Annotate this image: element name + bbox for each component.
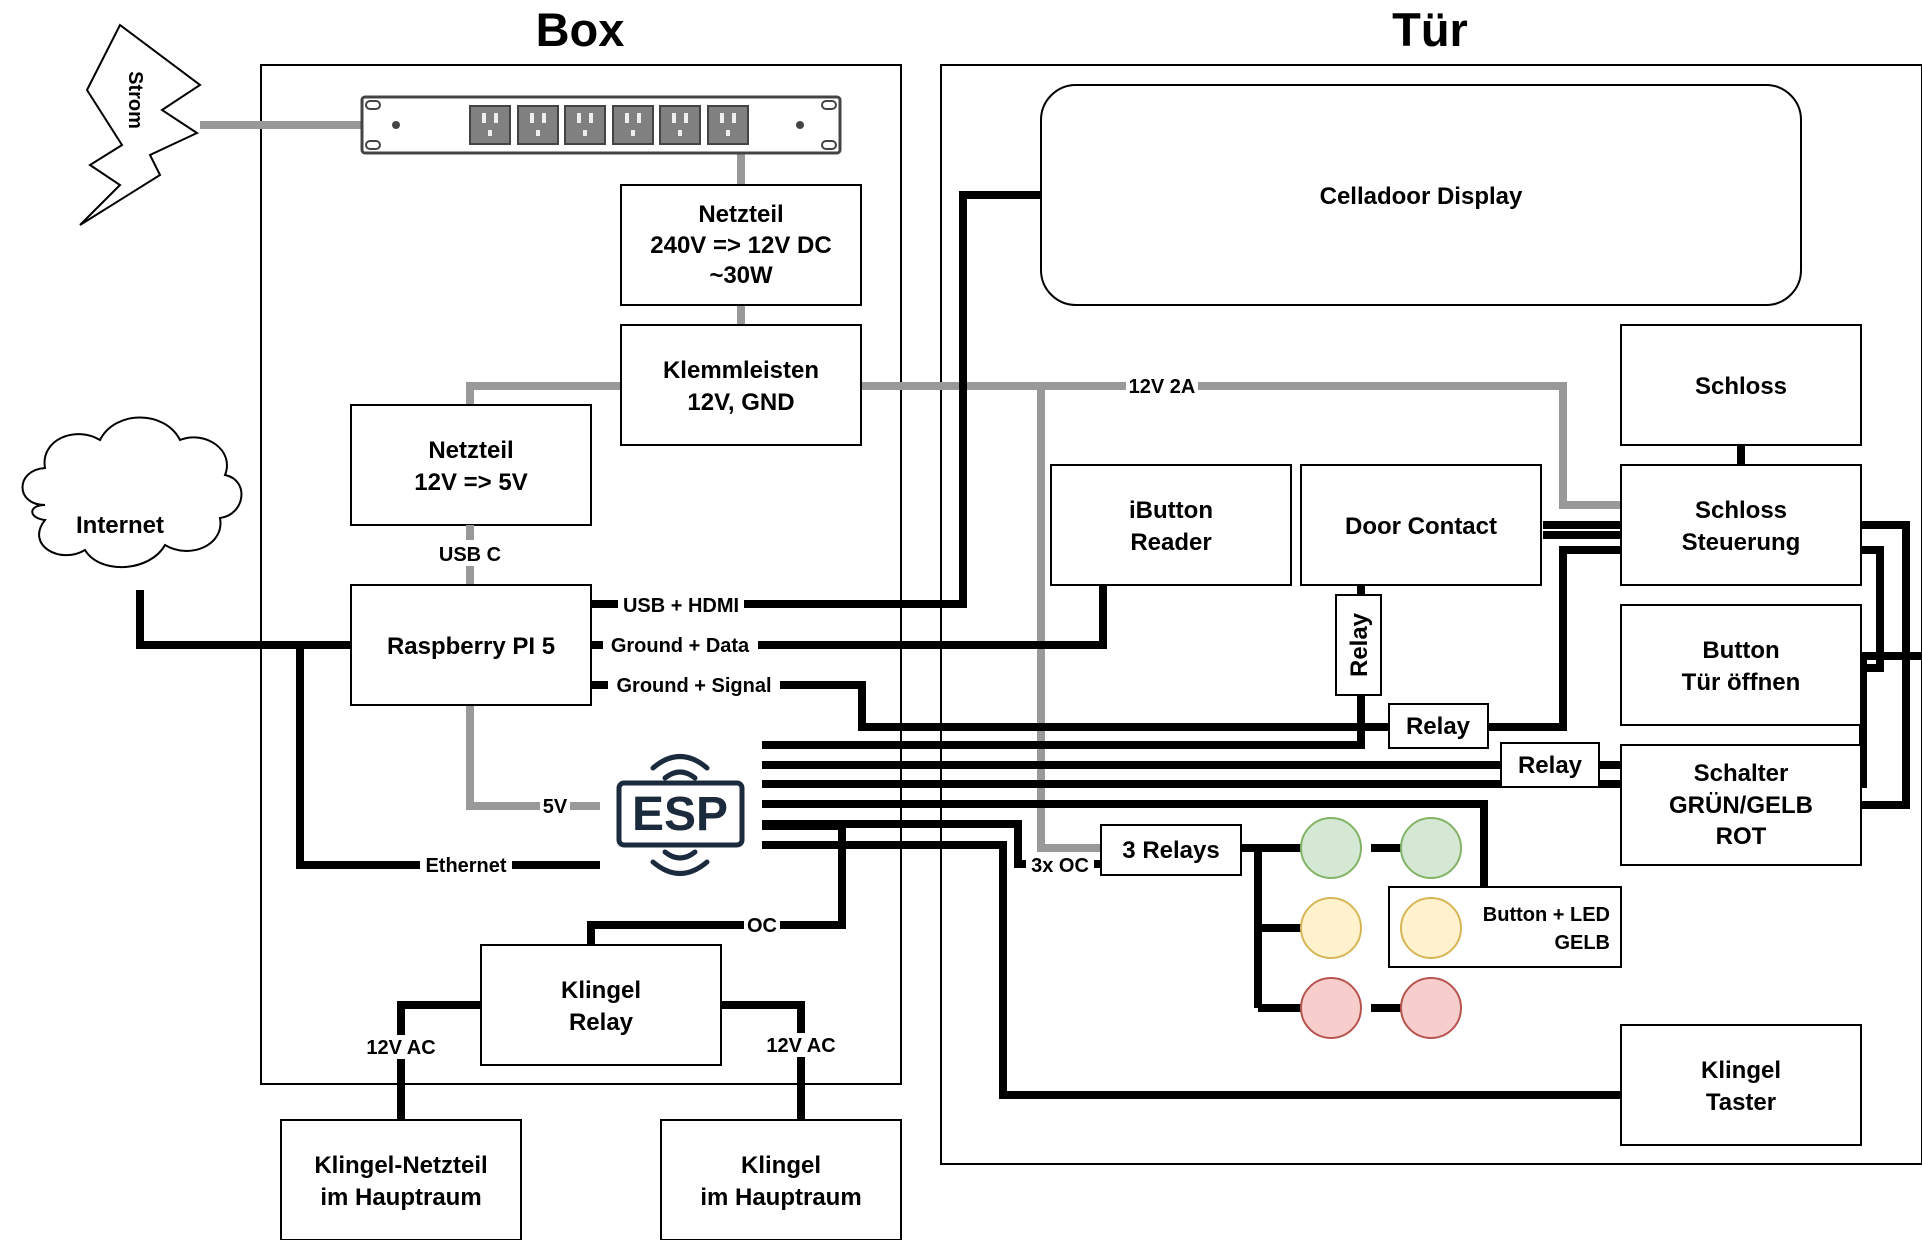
svg-text:3 Relays: 3 Relays <box>1122 837 1219 864</box>
led-yellow-2 <box>1400 897 1462 959</box>
relay-1-node: Relay <box>1388 703 1489 749</box>
svg-text:Steuerung: Steuerung <box>1682 529 1801 556</box>
lightning-icon <box>79 23 202 226</box>
klingel-hauptraum-node: Klingel im Hauptraum <box>660 1119 902 1240</box>
svg-text:Schloss: Schloss <box>1695 497 1787 524</box>
usb-hdmi-label: USB + HDMI <box>623 595 739 617</box>
usb-c-label: USB C <box>439 544 501 566</box>
tuer-title: Tür <box>1392 3 1468 56</box>
led-red-1 <box>1300 977 1362 1039</box>
svg-text:Klingel: Klingel <box>741 1152 821 1179</box>
svg-text:Door Contact: Door Contact <box>1345 513 1497 540</box>
raspberry-pi-node: Raspberry PI 5 <box>350 584 592 706</box>
box-frame <box>260 64 902 1085</box>
ground-signal-label: Ground + Signal <box>616 675 771 697</box>
svg-text:Klingel: Klingel <box>561 977 641 1004</box>
svg-text:Klingel-Netzteil: Klingel-Netzteil <box>314 1152 487 1179</box>
celladoor-display-node: Celladoor Display <box>1040 84 1802 306</box>
led-red-2 <box>1400 977 1462 1039</box>
klemmleisten-node: Klemmleisten 12V, GND <box>620 324 862 446</box>
svg-text:12V => 5V: 12V => 5V <box>414 469 527 496</box>
svg-text:Raspberry PI 5: Raspberry PI 5 <box>387 633 555 660</box>
klingel-relay-node: Klingel Relay <box>480 944 722 1066</box>
led-green-2 <box>1400 817 1462 879</box>
door-contact-node: Door Contact <box>1300 464 1542 586</box>
netzteil-5v-node: Netzteil 12V => 5V <box>350 404 592 526</box>
relay-vertical-node: Relay <box>1335 594 1382 696</box>
internet-label: Internet <box>76 512 164 539</box>
ground-data-label: Ground + Data <box>611 635 750 657</box>
svg-text:GELB: GELB <box>1554 932 1610 954</box>
esp-logo-icon: ESP <box>616 754 745 876</box>
cloud-icon <box>21 416 243 569</box>
oc-label: OC <box>747 915 777 937</box>
power-wires <box>200 121 1621 852</box>
svg-text:Netzteil: Netzteil <box>698 201 783 228</box>
svg-text:im Hauptraum: im Hauptraum <box>700 1184 861 1211</box>
power-strip-icon <box>360 95 842 155</box>
klingel-taster-node: Klingel Taster <box>1620 1024 1862 1146</box>
svg-text:im Hauptraum: im Hauptraum <box>320 1184 481 1211</box>
svg-text:Tür öffnen: Tür öffnen <box>1682 669 1801 696</box>
svg-text:Celladoor Display: Celladoor Display <box>1320 183 1523 210</box>
svg-text:Relay: Relay <box>569 1009 634 1036</box>
svg-text:Button + LED: Button + LED <box>1483 904 1610 926</box>
box-title: Box <box>536 3 625 56</box>
svg-text:GRÜN/GELB: GRÜN/GELB <box>1669 792 1813 819</box>
svg-text:240V => 12V DC: 240V => 12V DC <box>650 232 831 259</box>
led-yellow-1 <box>1300 897 1362 959</box>
signal-wires <box>136 191 1922 1120</box>
esp-label: ESP <box>632 788 728 841</box>
button-tuer-oeffnen-node: Button Tür öffnen <box>1620 604 1862 726</box>
klingel-netzteil-node: Klingel-Netzteil im Hauptraum <box>280 1119 522 1240</box>
internet-node: Internet <box>21 416 243 569</box>
ac-left-label: 12V AC <box>366 1037 435 1059</box>
strom-node: Strom <box>79 23 202 226</box>
svg-text:iButton: iButton <box>1129 497 1213 524</box>
schloss-steuerung-node: Schloss Steuerung <box>1620 464 1862 586</box>
svg-text:Relay: Relay <box>1406 713 1471 740</box>
led-group <box>1300 817 1462 1039</box>
led-green-1 <box>1300 817 1362 879</box>
five-v-label: 5V <box>543 796 568 818</box>
svg-text:Schloss: Schloss <box>1695 373 1787 400</box>
schloss-node: Schloss <box>1620 324 1862 446</box>
svg-text:ROT: ROT <box>1716 823 1767 850</box>
svg-text:Schalter: Schalter <box>1694 760 1789 787</box>
tuer-frame <box>940 64 1922 1165</box>
twelve-v-2a-label: 12V 2A <box>1129 376 1196 398</box>
strom-label: Strom <box>124 71 146 129</box>
three-relays-node: 3 Relays <box>1100 824 1242 876</box>
relay-2-node: Relay <box>1500 742 1600 788</box>
svg-text:Taster: Taster <box>1706 1089 1776 1116</box>
svg-text:Relay: Relay <box>1346 612 1373 677</box>
svg-text:Button: Button <box>1702 637 1779 664</box>
ibutton-reader-node: iButton Reader <box>1050 464 1292 586</box>
svg-text:~30W: ~30W <box>709 262 773 289</box>
svg-text:Reader: Reader <box>1130 529 1211 556</box>
schalter-node: Schalter GRÜN/GELB ROT <box>1620 744 1862 866</box>
three-oc-label: 3x OC <box>1031 855 1089 877</box>
svg-text:Netzteil: Netzteil <box>428 437 513 464</box>
svg-text:12V, GND: 12V, GND <box>687 389 794 416</box>
netzteil-main-node: Netzteil 240V => 12V DC ~30W <box>620 184 862 306</box>
svg-text:Relay: Relay <box>1518 752 1583 779</box>
ac-right-label: 12V AC <box>766 1035 835 1057</box>
svg-text:Klemmleisten: Klemmleisten <box>663 357 819 384</box>
svg-text:Klingel: Klingel <box>1701 1057 1781 1084</box>
ethernet-label: Ethernet <box>425 855 506 877</box>
